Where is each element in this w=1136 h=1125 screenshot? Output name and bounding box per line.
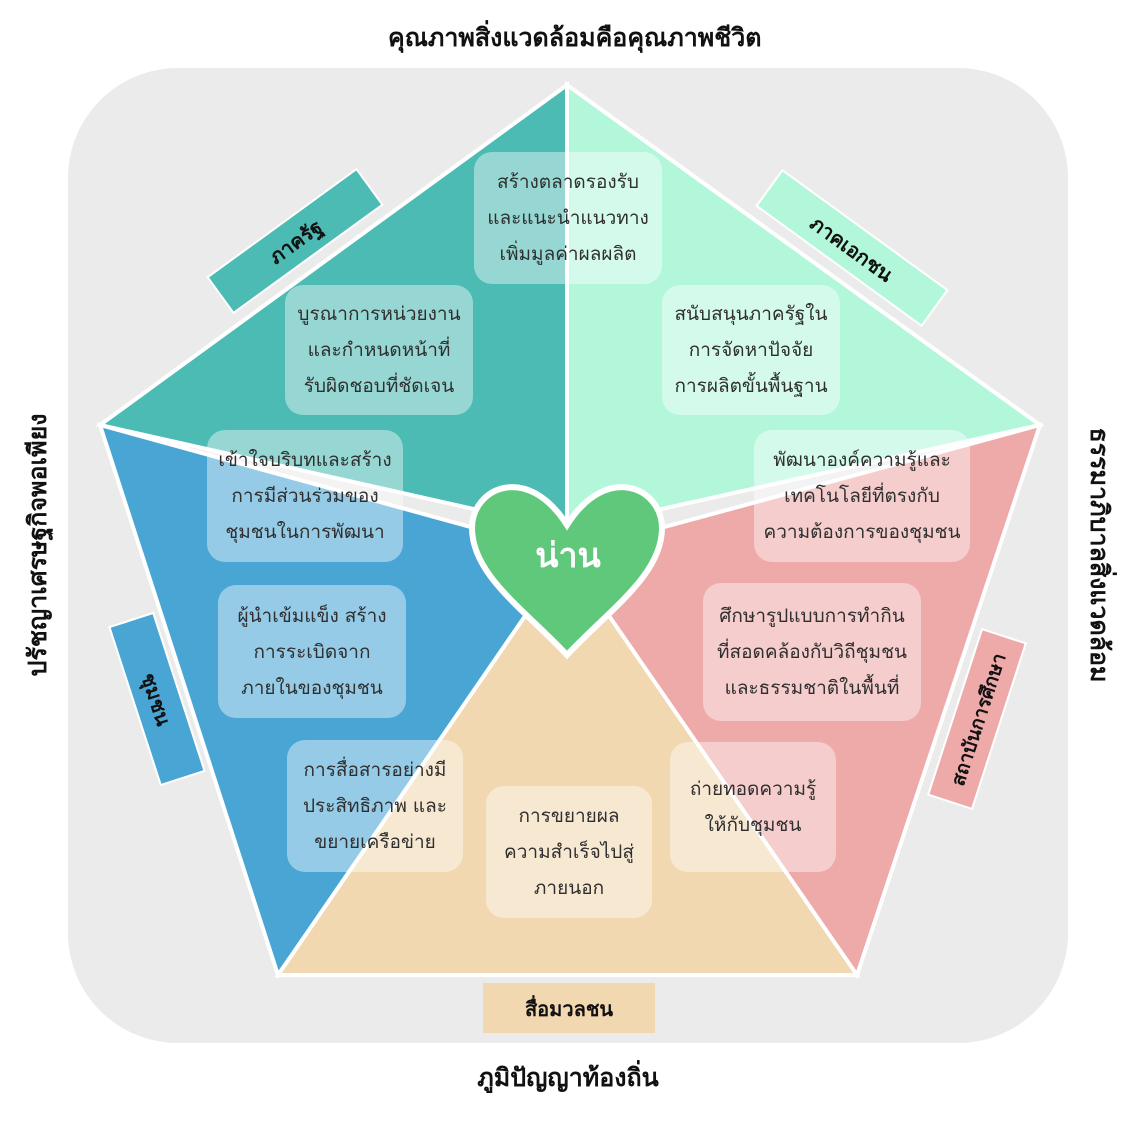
tag-community: ชุมชน [108, 611, 206, 787]
tag-media: สื่อมวลชน [483, 983, 655, 1033]
box-transfer: ถ่ายทอดความรู้ ให้กับชุมชน [670, 742, 836, 872]
box-expand-text: การขยายผล ความสำเร็จไปสู่ ภายนอก [504, 805, 634, 899]
box-study: ศึกษารูปแบบการทำกิน ที่สอดคล้องกับวิถีชุ… [703, 583, 921, 721]
box-study-text: ศึกษารูปแบบการทำกิน ที่สอดคล้องกับวิถีชุ… [717, 605, 907, 699]
box-support: สนับสนุนภาครัฐใน การจัดหาปัจจัย การผลิตข… [662, 285, 840, 415]
box-market-text: สร้างตลาดรองรับ และแนะนำแนวทาง เพิ่มมูลค… [487, 171, 649, 265]
outer-label-bottom: ภูมิปัญญาท้องถิ่น [477, 1063, 659, 1092]
outer-label-right: ธรรมาภิบาลสิ่งแวดล้อม [1085, 427, 1114, 683]
outer-label-top: คุณภาพสิ่งแวดล้อมคือคุณภาพชีวิต [388, 23, 762, 52]
box-market: สร้างตลาดรองรับ และแนะนำแนวทาง เพิ่มมูลค… [474, 152, 662, 284]
sector-private [565, 81, 1045, 533]
heart-icon [468, 484, 666, 660]
box-expand: การขยายผล ความสำเร็จไปสู่ ภายนอก [486, 786, 652, 918]
box-leader-text: ผู้นำเข้มแข็ง สร้าง การระเบิดจาก ภายในขอ… [237, 604, 387, 699]
box-knowledge-text: พัฒนาองค์ความรู้และ เทคโนโลยีที่ตรงกับ ค… [763, 449, 961, 543]
box-transfer-text: ถ่ายทอดความรู้ ให้กับชุมชน [689, 778, 817, 836]
box-communicate-text: การสื่อสารอย่างมี ประสิทธิภาพ และ ขยายเค… [302, 759, 448, 853]
svg-text:สื่อมวลชน: สื่อมวลชน [525, 994, 613, 1021]
box-support-text: สนับสนุนภาครัฐใน การจัดหาปัจจัย การผลิตข… [674, 303, 828, 397]
box-communicate: การสื่อสารอย่างมี ประสิทธิภาพ และ ขยายเค… [287, 740, 463, 872]
center-label: น่าน [535, 536, 601, 576]
outer-label-left: ปรัชญาเศรษฐกิจพอเพียง [23, 413, 52, 677]
box-understand: เข้าใจบริบทและสร้าง การมีส่วนร่วมของ ชุม… [207, 430, 403, 562]
sector-media [274, 551, 861, 977]
box-understand-text: เข้าใจบริบทและสร้าง การมีส่วนร่วมของ ชุม… [218, 449, 392, 543]
box-integrate: บูรณาการหน่วยงาน และกำหนดหน้าที่ รับผิดช… [285, 285, 473, 415]
box-integrate-text: บูรณาการหน่วยงาน และกำหนดหน้าที่ รับผิดช… [297, 303, 461, 397]
box-leader: ผู้นำเข้มแข็ง สร้าง การระเบิดจาก ภายในขอ… [218, 585, 406, 718]
box-knowledge: พัฒนาองค์ความรู้และ เทคโนโลยีที่ตรงกับ ค… [754, 430, 970, 562]
